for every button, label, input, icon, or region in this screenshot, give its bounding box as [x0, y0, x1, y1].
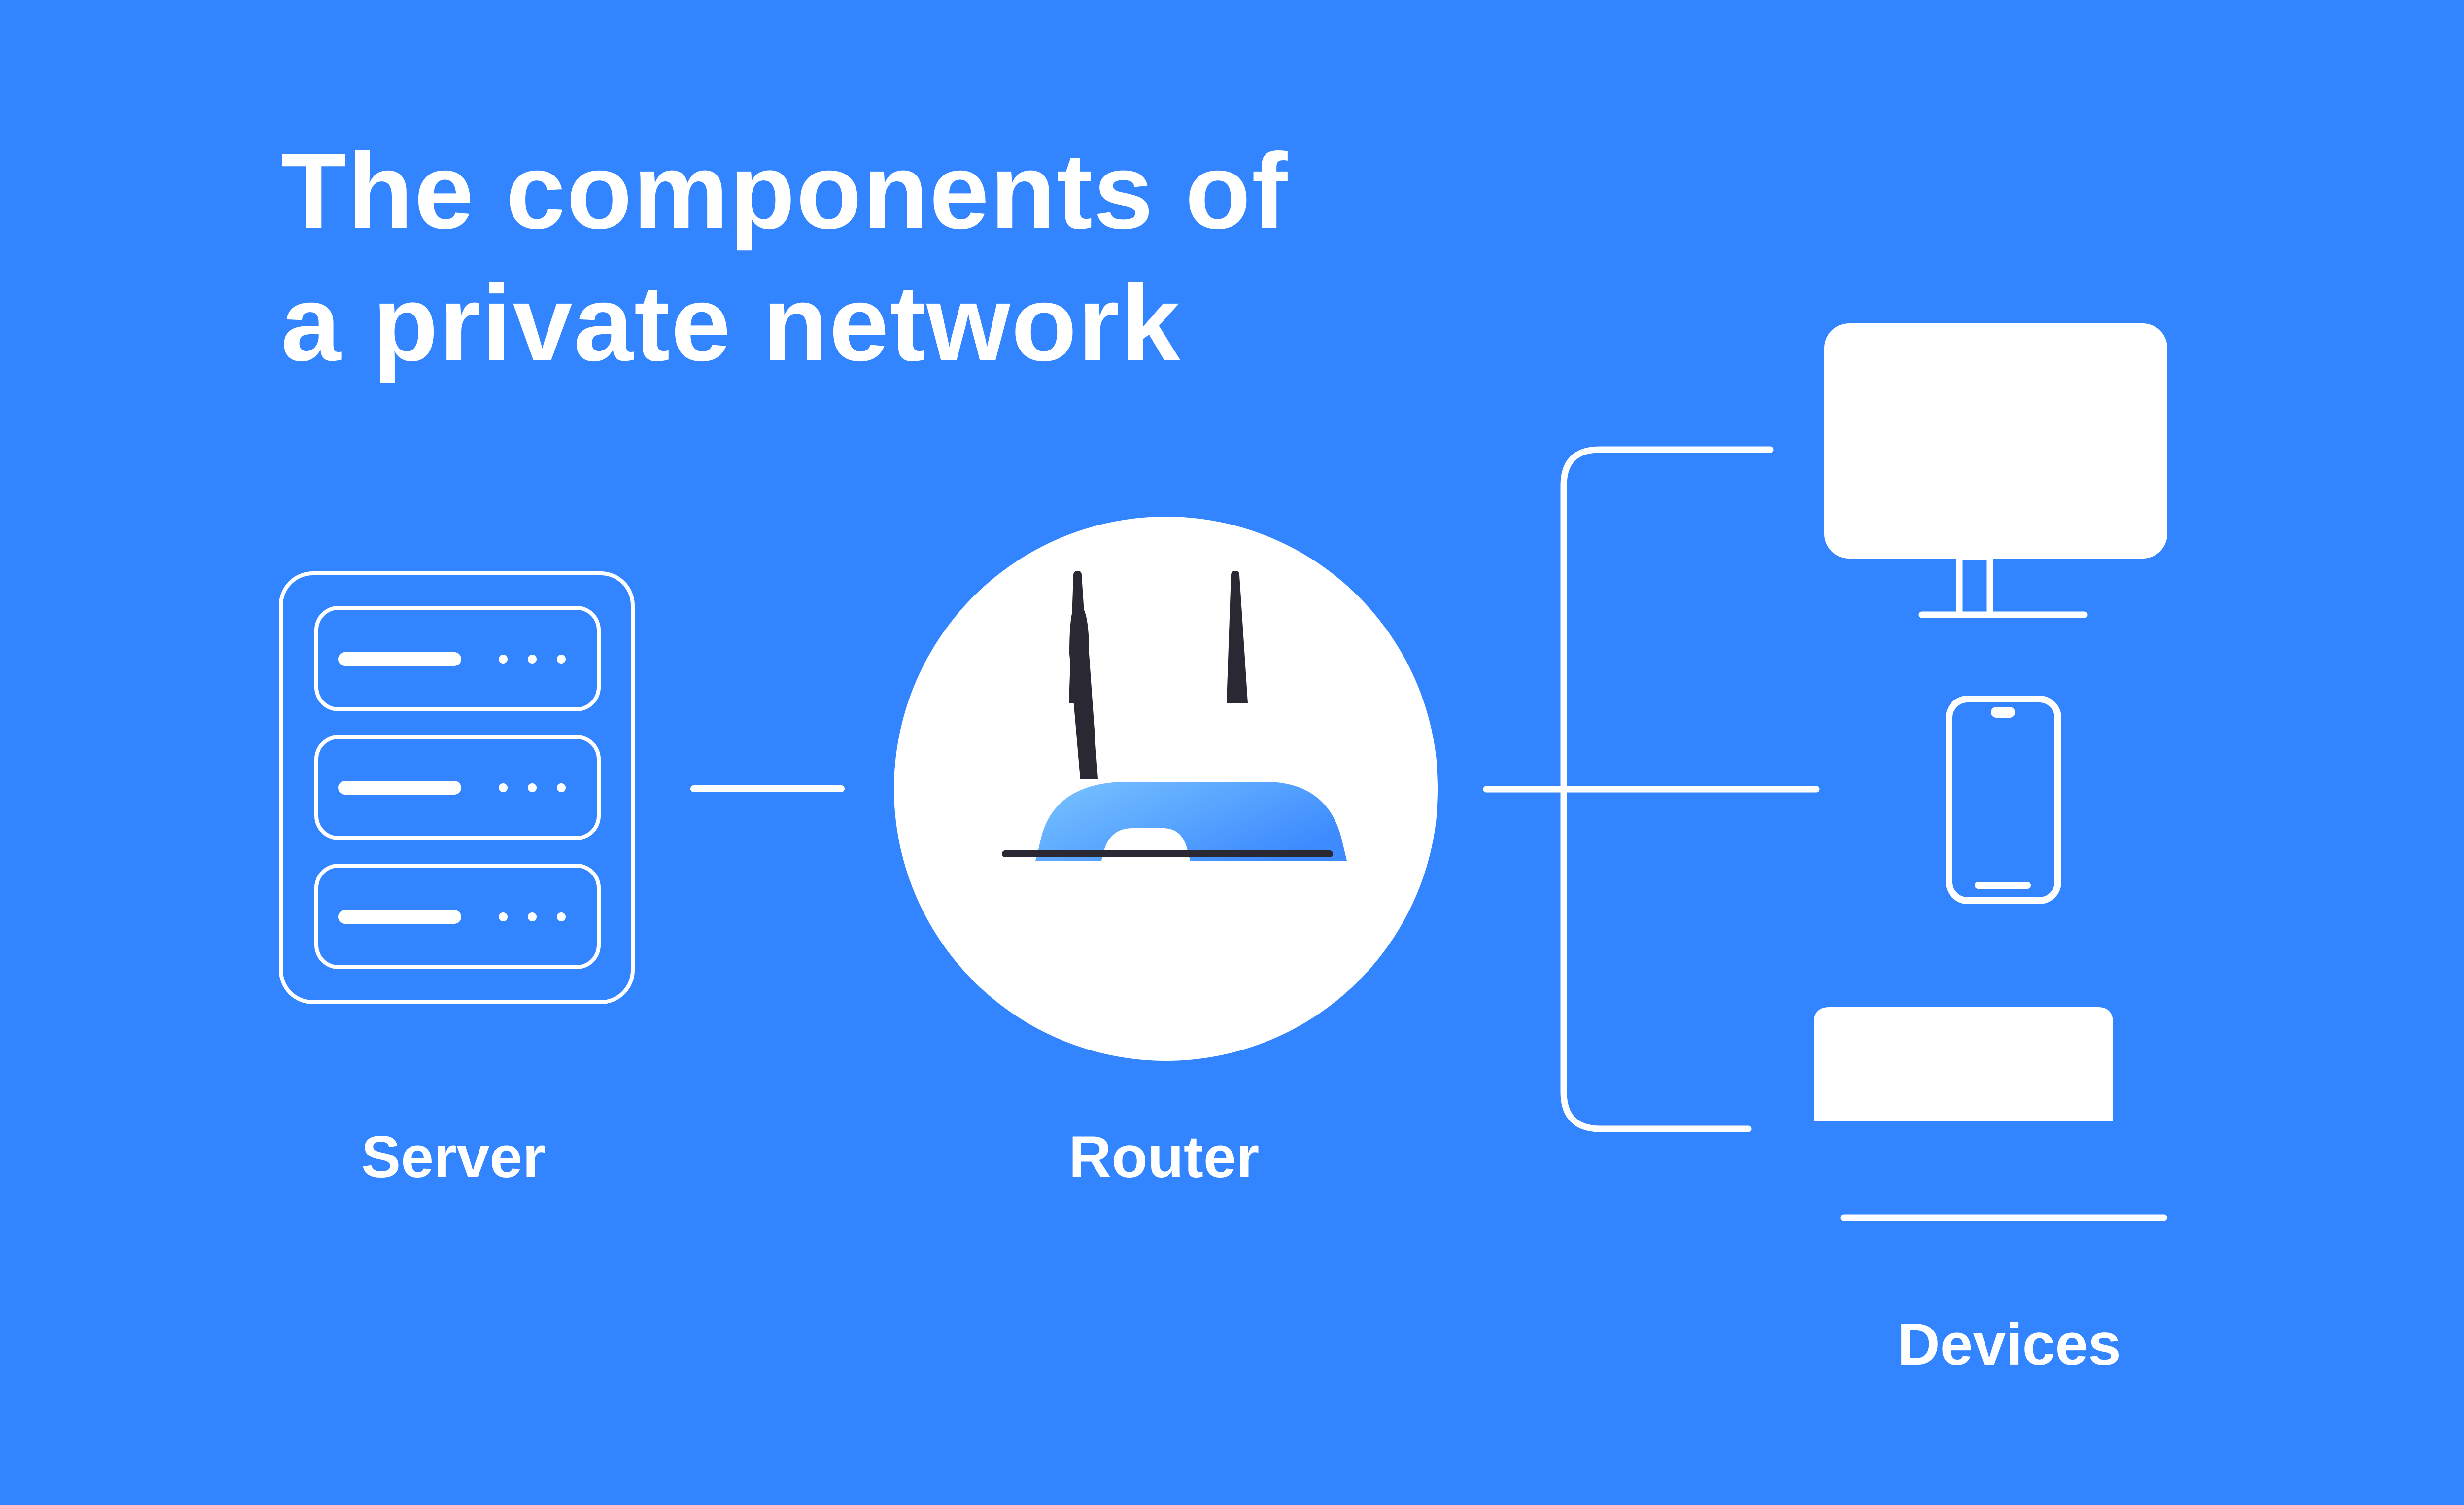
server-label: Server	[361, 1124, 546, 1190]
wifi-router-icon	[1002, 571, 1347, 861]
devices-label: Devices	[1897, 1311, 2121, 1377]
router-body	[1035, 782, 1347, 861]
router-label: Router	[1068, 1124, 1260, 1190]
smartphone-icon	[1946, 696, 2061, 904]
server-rack-icon	[279, 571, 635, 1004]
router-antenna-right-shape	[1227, 571, 1248, 703]
connector-router-laptop	[1560, 786, 1752, 1132]
phone-home-bar	[1975, 882, 2031, 889]
connector-router-devices	[1483, 446, 1820, 1132]
server-unit	[314, 606, 601, 711]
monitor-stand	[1956, 554, 1993, 618]
laptop-screen	[1814, 1007, 2113, 1121]
server-rack-frame	[279, 571, 635, 1004]
page-title: The components of a private network	[281, 126, 1288, 390]
server-unit	[314, 864, 601, 969]
monitor-screen	[1824, 323, 2167, 559]
server-unit	[314, 735, 601, 840]
connector-router-monitor	[1560, 446, 1774, 793]
title-line-1: The components of	[281, 132, 1289, 251]
router-antenna-left-shape	[1069, 571, 1090, 703]
title-line-2: a private network	[281, 264, 1182, 384]
monitor-icon	[1824, 323, 2167, 618]
phone-frame	[1946, 696, 2061, 904]
laptop-icon	[1814, 1007, 2167, 1221]
phone-notch	[1991, 707, 2015, 718]
